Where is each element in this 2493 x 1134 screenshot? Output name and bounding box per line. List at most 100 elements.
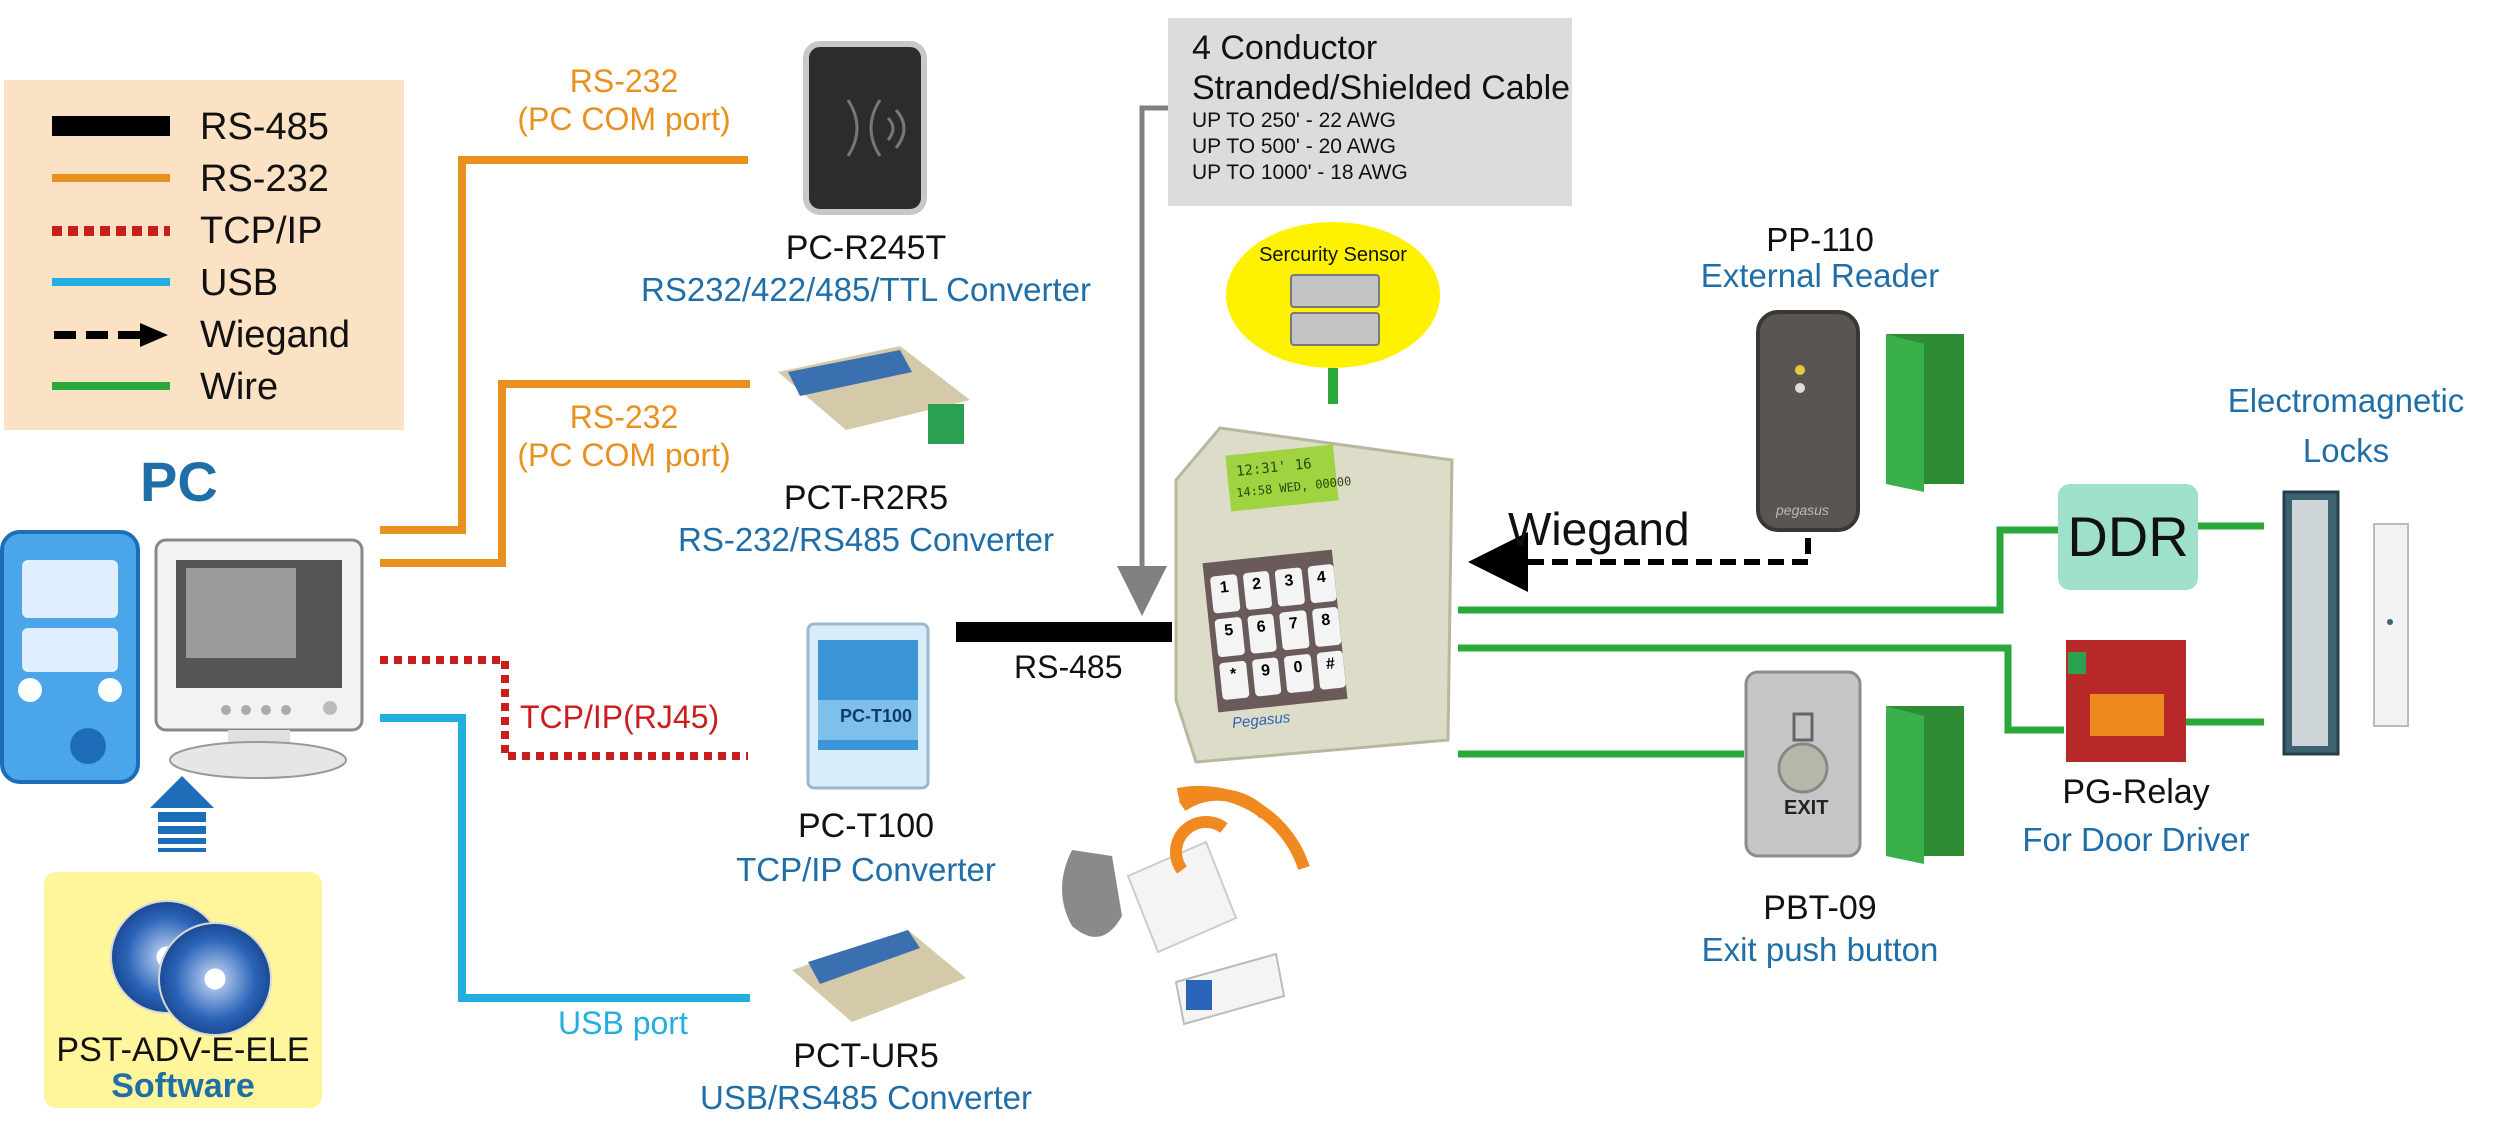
legend-label: RS-232 <box>200 158 329 200</box>
pc-t100-name: PC-T100 <box>797 807 935 845</box>
legend-item: Wiegand <box>52 310 392 360</box>
cable-info-box: 4 Conductor Stranded/Shielded Cable UP T… <box>1168 18 1572 206</box>
em-lock-label-line2: Locks <box>2302 432 2390 469</box>
tag-card-icon <box>1062 840 1286 1026</box>
door-icon <box>1886 334 1964 492</box>
rf-waves-icon <box>1170 785 1310 874</box>
security-sensor: Sercurity Sensor <box>1226 222 1440 368</box>
wire-ddr <box>1458 526 2058 614</box>
pc-t100-panel-text: PC-T100 <box>840 706 913 726</box>
pct-ur5-device <box>792 930 966 1022</box>
keypad-key[interactable]: # <box>1315 650 1347 690</box>
keypad-key[interactable]: * <box>1218 660 1250 701</box>
pct-r2r5-desc: RS-232/RS485 Converter <box>677 521 1055 558</box>
legend-item: RS-232 <box>52 154 392 204</box>
em-lock-label-line1: Electromagnetic <box>2227 382 2465 419</box>
pg-relay-desc: For Door Driver <box>2022 821 2250 858</box>
sensor-label: Sercurity Sensor <box>1259 244 1407 266</box>
rs485-label: RS-485 <box>1014 649 1123 685</box>
pc-t100-device <box>806 622 930 790</box>
legend-label: TCP/IP <box>200 210 323 252</box>
legend-item: USB <box>52 258 392 308</box>
rs232-top-label: RS-232 (PC COM port) <box>514 62 734 139</box>
pc-r245t-device <box>803 41 927 215</box>
rs232-top-label-line2: (PC COM port) <box>517 101 731 138</box>
legend-label: RS-485 <box>200 106 329 148</box>
pc-r245t-name: PC-R245T <box>785 229 947 267</box>
rs232-mid-label: RS-232 (PC COM port) <box>514 398 734 475</box>
software-box: PST-ADV-E-ELE Software <box>44 872 322 1108</box>
cable-spec: UP TO 250' - 22 AWG <box>1192 109 1396 132</box>
keypad-key[interactable]: 4 <box>1306 563 1338 604</box>
keypad-key[interactable]: 2 <box>1242 570 1273 611</box>
keypad-key[interactable]: 8 <box>1311 606 1342 647</box>
tcpip-line <box>380 656 748 760</box>
legend-item: Wire <box>52 362 392 412</box>
legend-item: RS-485 <box>52 102 392 152</box>
sensor-magnet <box>1290 274 1380 308</box>
legend-swatch-usb <box>52 278 170 286</box>
legend-swatch-wiegand <box>54 323 168 347</box>
pct-r2r5-name: PCT-R2R5 <box>783 479 949 517</box>
software-subtitle: Software <box>111 1067 255 1105</box>
cable-spec: UP TO 1000' - 18 AWG <box>1192 161 1408 184</box>
pc-t100-desc: TCP/IP Converter <box>736 851 996 888</box>
door-icon <box>1886 706 1964 864</box>
keypad-key[interactable]: 6 <box>1246 613 1277 654</box>
usb-line <box>380 714 750 1002</box>
pct-ur5-desc: USB/RS485 Converter <box>700 1079 1032 1116</box>
keypad-key[interactable]: 0 <box>1283 653 1314 694</box>
pc-tower <box>0 530 140 784</box>
pp110-brand: pegasus <box>1776 502 1829 518</box>
pg-relay-name: PG-Relay <box>2062 773 2210 811</box>
em-lock-device <box>2282 490 2409 756</box>
rs232-mid-label-line2: (PC COM port) <box>517 437 731 474</box>
legend-swatch-tcpip <box>52 226 170 236</box>
keypad-key[interactable]: 3 <box>1274 567 1305 608</box>
pct-ur5-name: PCT-UR5 <box>793 1037 939 1075</box>
pbt09-desc: Exit push button <box>1701 931 1939 968</box>
sensor-switch <box>1290 312 1380 346</box>
pc-label: PC <box>140 450 218 513</box>
software-name: PST-ADV-E-ELE <box>56 1031 310 1069</box>
cable-spec: UP TO 500' - 20 AWG <box>1192 135 1396 158</box>
legend-label: Wire <box>200 366 279 408</box>
pc-r245t-desc: RS232/422/485/TTL Converter <box>640 271 1092 308</box>
pp110-name: PP-110 <box>1766 221 1874 258</box>
cable-title-line2: Stranded/Shielded Cable <box>1192 69 1571 107</box>
usb-label: USB port <box>558 1005 688 1041</box>
em-lock-label: Electromagnetic Locks <box>2206 376 2486 476</box>
ddr-box: DDR <box>2058 484 2198 590</box>
controller-keypad: 1 2 3 4 5 6 7 8 * 9 0 # <box>1209 563 1347 701</box>
cable-title-line1: 4 Conductor <box>1192 29 1378 67</box>
upload-arrow <box>150 776 214 852</box>
legend-swatch-rs232 <box>52 174 170 182</box>
tcpip-label: TCP/IP(RJ45) <box>520 699 720 735</box>
rs232-mid-label-line1: RS-232 <box>569 399 679 435</box>
rs232-line-top <box>380 156 748 534</box>
wiegand-label: Wiegand <box>1508 503 1690 555</box>
pp110-desc: External Reader <box>1700 257 1940 294</box>
wire-relay <box>1458 644 2064 734</box>
legend-label: Wiegand <box>200 314 350 356</box>
cable-arrow <box>1117 105 1168 616</box>
pbt09-name: PBT-09 <box>1763 889 1877 927</box>
keypad-key[interactable]: 9 <box>1251 656 1282 697</box>
pg-relay-device <box>2066 640 2186 762</box>
pc-monitor <box>154 538 364 779</box>
wiegand-arrow <box>1468 532 1811 592</box>
legend: RS-485 RS-232 TCP/IP USB Wiegand Wire <box>4 80 404 430</box>
cd-icon <box>158 922 272 1036</box>
keypad-key[interactable]: 7 <box>1279 610 1310 651</box>
pp110-device <box>1756 310 1860 532</box>
legend-label: USB <box>200 262 279 304</box>
keypad-key[interactable]: 5 <box>1214 617 1245 658</box>
legend-swatch-wire <box>52 382 170 390</box>
pct-r2r5-device <box>778 346 970 444</box>
keypad-key[interactable]: 1 <box>1209 574 1241 614</box>
legend-swatch-rs485 <box>52 116 170 136</box>
legend-item: TCP/IP <box>52 206 392 256</box>
rs232-line-mid <box>380 380 750 567</box>
pbt09-device <box>1744 670 1862 858</box>
exit-button-text: EXIT <box>1784 797 1829 819</box>
